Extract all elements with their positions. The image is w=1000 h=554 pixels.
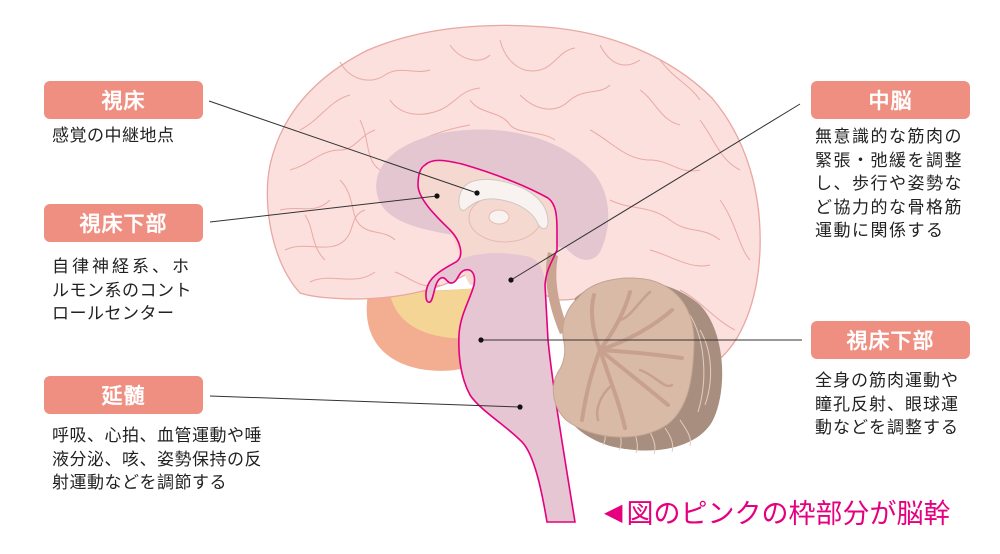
desc-medulla: 呼吸、心拍、血管運動や唾 液分泌、咳、姿勢保持の反 射運動などを調節する: [52, 425, 262, 496]
aqueduct: [545, 252, 569, 334]
label-hypothalamus-left-title: 視床下部: [79, 212, 168, 236]
desc-line: 動などを調整する: [815, 418, 959, 438]
label-thalamus-title: 視床: [101, 89, 146, 113]
brainstem: [425, 253, 575, 522]
gyri-lines: [279, 39, 751, 331]
desc-line: ど協力的な骨格筋: [815, 197, 963, 218]
desc-hypothalamus-right: 全身の筋肉運動や 瞳孔反射、眼球運 動などを調整する: [815, 369, 959, 440]
left-triangle-icon: ◀: [604, 497, 623, 526]
desc-line: 射運動などを調節する: [52, 473, 227, 493]
desc-midbrain: 無意識的な筋肉の 緊張・弛緩を調整 し、歩行や姿勢な ど協力的な骨格筋 運動に関…: [815, 125, 963, 243]
leader-line-thalamus: [208, 100, 478, 194]
label-thalamus: 視床: [44, 81, 203, 119]
label-medulla-title: 延髄: [101, 384, 146, 408]
desc-line: 液分泌、咳、姿勢保持の反: [52, 449, 262, 470]
leader-line-midbrain: [510, 103, 801, 281]
desc-line: ロールセンター: [52, 304, 175, 324]
leader-line-hypothalamus-left: [209, 195, 438, 223]
desc-line: 呼吸、心拍、血管運動や唾: [52, 426, 262, 446]
desc-line: 感覚の中継地点: [52, 126, 175, 146]
label-hypothalamus-left: 視床下部: [44, 204, 203, 242]
desc-line: ルモン系のコント: [52, 280, 192, 301]
desc-line: し、歩行や姿勢な: [815, 174, 963, 194]
desc-line: 運動に関係する: [815, 221, 945, 241]
arbor-vitae: [580, 290, 684, 430]
brainstem-caption: ◀ 図のピンクの枠部分が脳幹: [604, 492, 950, 531]
brainstem-outline: [417, 159, 576, 523]
ventricle-crescent: [458, 178, 549, 230]
leader-line-medulla: [209, 395, 521, 408]
label-midbrain-title: 中脳: [868, 89, 913, 113]
small-oval: [488, 209, 510, 225]
desc-line: 無意識的な筋肉の: [815, 127, 963, 147]
desc-line: 緊張・弛緩を調整: [815, 150, 963, 171]
label-hypothalamus-right: 視床下部: [811, 321, 970, 359]
label-hypothalamus-right-title: 視床下部: [846, 329, 935, 353]
desc-line: 全身の筋肉運動や: [815, 371, 959, 391]
yellow-region: [390, 288, 482, 339]
desc-hypothalamus-left: 自律神経系、ホ ルモン系のコント ロールセンター: [52, 256, 192, 327]
desc-line: 瞳孔反射、眼球運: [815, 394, 959, 415]
leader-lines: [208, 100, 802, 408]
label-midbrain: 中脳: [811, 81, 970, 119]
leader-dots: [434, 190, 523, 410]
desc-line: 自律神経系、ホ: [52, 257, 192, 277]
desc-thalamus: 感覚の中継地点: [52, 125, 175, 149]
label-medulla: 延髄: [44, 376, 203, 414]
caption-text: 図のピンクの枠部分が脳幹: [626, 499, 951, 530]
